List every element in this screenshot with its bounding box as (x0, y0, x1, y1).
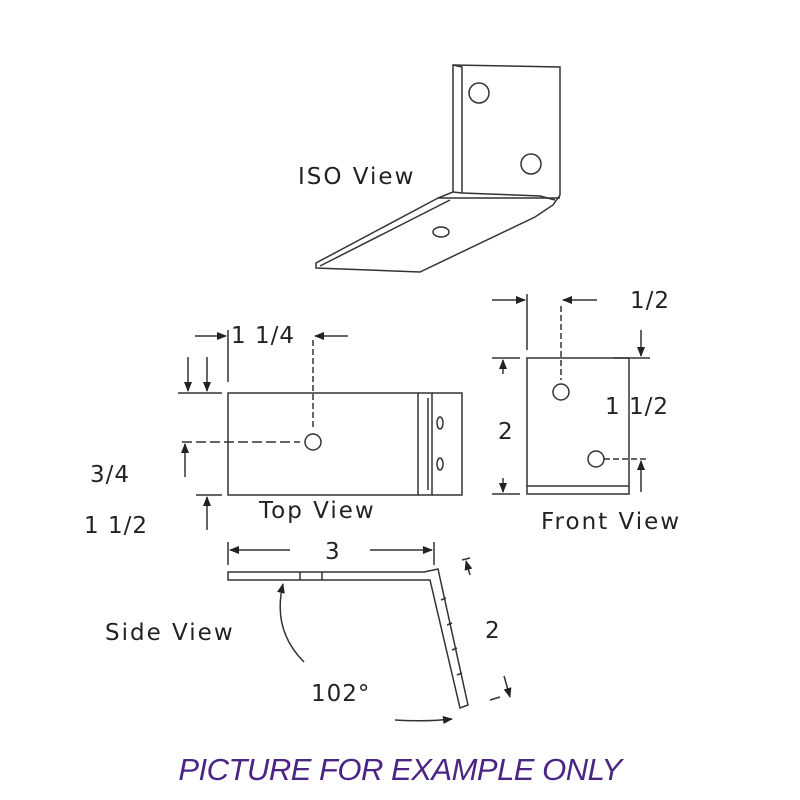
iso-hole-mid (520, 153, 542, 175)
top-view-label: Top View (258, 498, 376, 524)
dim-front-hole-spacing: 1/2 (630, 288, 670, 314)
dim-side-height: 2 (485, 618, 501, 644)
dim-top-width: 1 1/4 (231, 323, 295, 349)
dim-front-hole-drop: 1 1/2 (605, 394, 669, 420)
front-hole-lower (587, 450, 605, 468)
top-view-hole (304, 433, 322, 451)
dim-side-length: 3 (325, 539, 341, 565)
dim-top-depth: 1 1/2 (84, 513, 148, 539)
front-view-label: Front View (541, 509, 681, 535)
front-hole-upper (552, 383, 570, 401)
side-view-drawing (227, 542, 512, 724)
dim-front-height: 2 (498, 419, 514, 445)
front-view-drawing (492, 294, 650, 495)
top-view-drawing (178, 330, 463, 530)
side-view-label: Side View (105, 620, 235, 646)
iso-hole-base (432, 226, 450, 238)
iso-view-label: ISO View (298, 164, 415, 190)
iso-view-drawing (315, 64, 561, 273)
dim-side-angle: 102° (311, 681, 370, 707)
dim-top-hole-offset: 3/4 (90, 462, 130, 488)
iso-hole-top (468, 82, 490, 104)
example-disclaimer: PICTURE FOR EXAMPLE ONLY (178, 752, 622, 787)
